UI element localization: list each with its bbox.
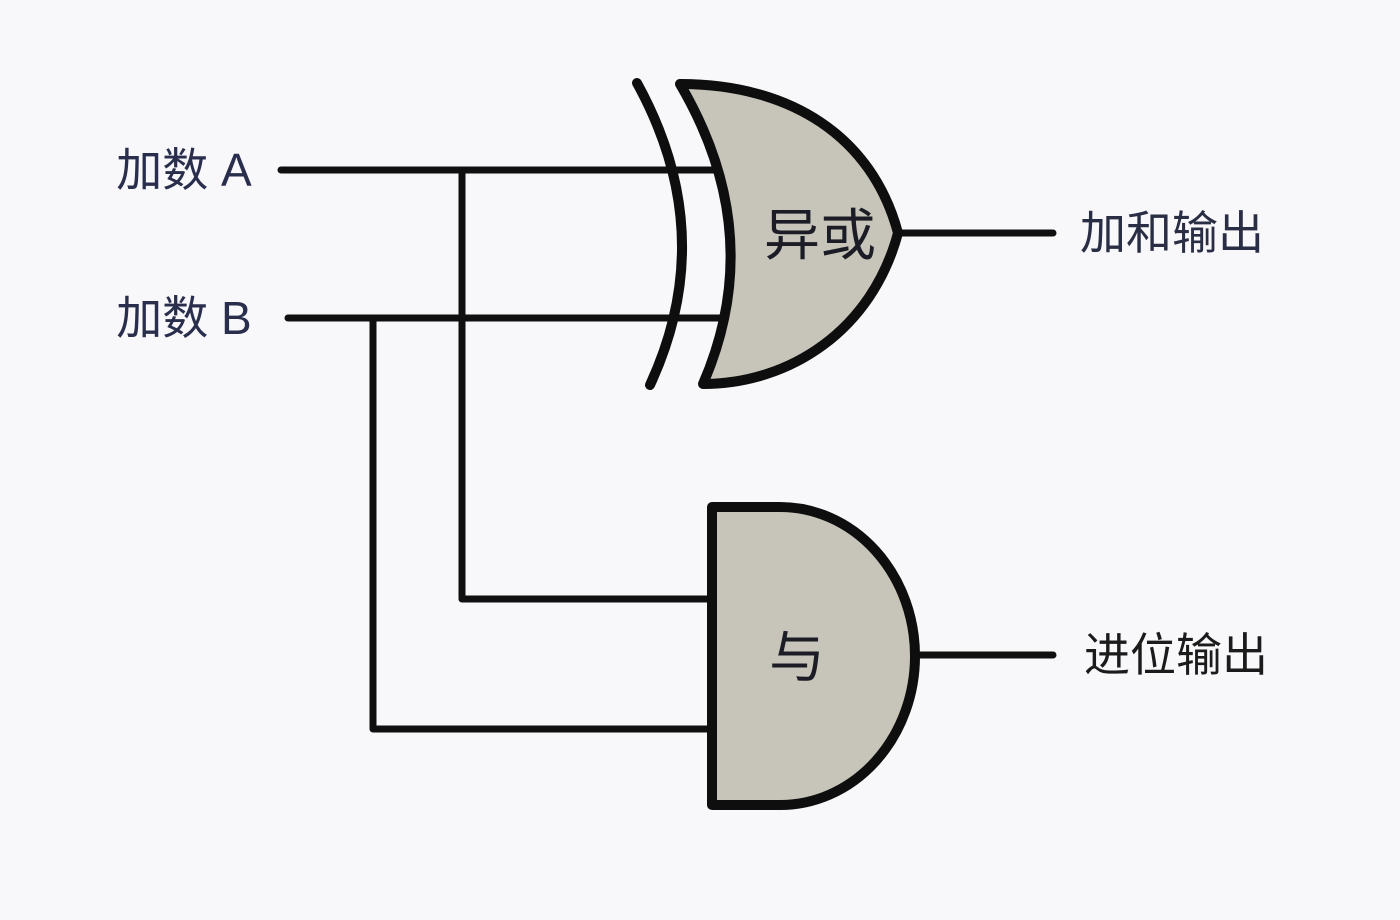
input-a-label: 加数 A bbox=[116, 144, 252, 196]
sum-output-label: 加和输出 bbox=[1080, 207, 1264, 259]
wire-input-a-branch bbox=[458, 168, 718, 603]
xor-gate: 异或 bbox=[632, 78, 903, 390]
wire-input-b-branch bbox=[369, 316, 718, 733]
and-gate-shape-icon bbox=[707, 502, 920, 810]
xor-gate-label: 异或 bbox=[764, 204, 876, 267]
xor-gate-double-curve-icon bbox=[632, 78, 687, 390]
and-gate-label: 与 bbox=[769, 626, 825, 689]
wires bbox=[277, 166, 1057, 733]
carry-output-label: 进位输出 bbox=[1084, 629, 1268, 681]
and-gate: 与 bbox=[707, 502, 920, 810]
xor-gate-shape-icon bbox=[675, 79, 903, 389]
input-b-label: 加数 B bbox=[116, 292, 251, 344]
